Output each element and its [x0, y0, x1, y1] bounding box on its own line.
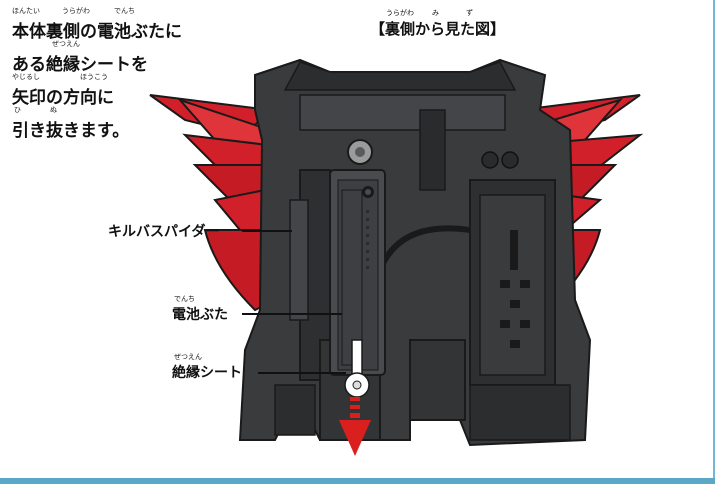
instruction-text: ほんたい うらがわ でんち 本体裏側の電池ぶたに ぜつえん ある絶縁シートを や… — [12, 6, 182, 141]
ruby-text: ほうこう — [80, 73, 108, 81]
callout-battery-cover-label: 電池ぶた — [172, 307, 228, 323]
ruby-text: やじるし — [12, 73, 40, 81]
ruby-text: うらがわ — [62, 7, 90, 15]
view-title: うらがわ み ず 【裏側から見た図】 — [370, 9, 506, 39]
instruction-line-2-text: ある絶縁シートを — [12, 55, 148, 75]
ruby-text: ほんたい — [12, 7, 40, 15]
callout-killbus-spider-label: キルバスパイダー — [108, 224, 220, 240]
instruction-line-2: ぜつえん ある絶縁シートを — [12, 39, 182, 75]
ruby-text: ず — [466, 9, 473, 17]
bottom-bar — [0, 478, 715, 484]
leader-line — [242, 313, 342, 315]
ruby-text: ひ — [14, 106, 21, 114]
callout-insulation-sheet-label: 絶縁シート — [172, 365, 242, 381]
ruby-text: ぜつえん — [174, 353, 202, 361]
instruction-line-3-text: 矢印の方向に — [12, 88, 114, 108]
ruby-text: うらがわ — [386, 9, 414, 17]
instruction-line-1-text: 本体裏側の電池ぶたに — [12, 22, 182, 42]
ruby-text: み — [432, 9, 439, 17]
callout-killbus-spider: キルバスパイダー — [108, 221, 219, 241]
instruction-line-3: やじるし ほうこう 矢印の方向に — [12, 72, 182, 108]
ruby-text: ぜつえん — [52, 40, 80, 48]
instruction-line-1: ほんたい うらがわ でんち 本体裏側の電池ぶたに — [12, 6, 182, 42]
pull-direction-arrow-icon — [339, 397, 371, 456]
instruction-line-4-text: 引き抜きます。 — [12, 121, 130, 141]
leader-line — [258, 372, 346, 374]
view-title-text: 【裏側から見た図】 — [370, 20, 506, 38]
device-body — [238, 58, 592, 447]
instruction-line-4: ひ ぬ 引き抜きます。 — [12, 105, 182, 141]
ruby-text: でんち — [174, 295, 195, 303]
callout-insulation-sheet: ぜつえん 絶縁シート — [172, 353, 242, 382]
leader-line — [242, 230, 292, 232]
ruby-text: ぬ — [50, 106, 57, 114]
callout-battery-cover: でんち 電池ぶた — [172, 295, 228, 324]
insulation-sheet — [344, 339, 370, 398]
ruby-text: でんち — [114, 7, 135, 15]
